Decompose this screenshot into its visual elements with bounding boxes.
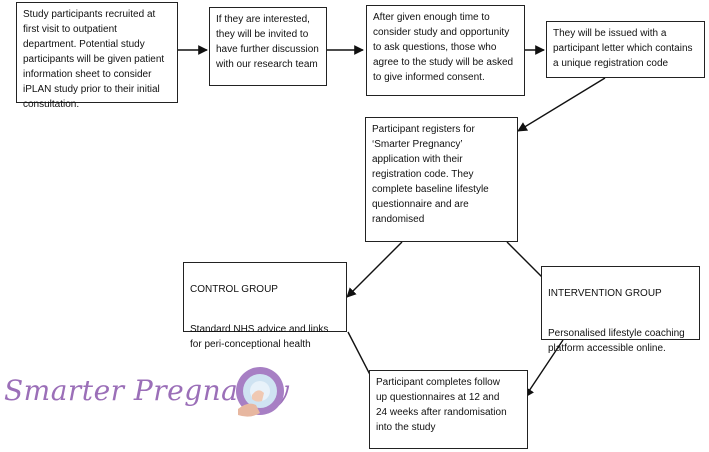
box-recruitment: Study participants recruited at first vi… (16, 2, 178, 110)
smarter-pregnancy-logo-icon (236, 367, 284, 417)
box-interest: If they are interested, they will be inv… (209, 7, 327, 86)
arrow-intervention-to-followup (524, 339, 564, 398)
box-control-group: CONTROL GROUP Standard NHS advice and li… (183, 262, 347, 350)
box-intervention-group: INTERVENTION GROUP Personalised lifestyl… (541, 266, 700, 354)
control-group-title: CONTROL GROUP (190, 284, 278, 295)
arrow-register-to-control (346, 241, 403, 298)
box-letter: They will be issued with a participant l… (546, 21, 705, 78)
box-register: Participant registers for ‘Smarter Pregn… (365, 117, 518, 242)
box-followup: Participant completes follow up question… (369, 370, 528, 449)
box-consent: After given enough time to consider stud… (366, 5, 525, 96)
intervention-group-title: INTERVENTION GROUP (548, 288, 662, 299)
control-group-body: Standard NHS advice and links for peri-c… (190, 324, 329, 350)
arrow-letter-to-register (517, 77, 606, 132)
intervention-group-body: Personalised lifestyle coaching platform… (548, 328, 685, 354)
